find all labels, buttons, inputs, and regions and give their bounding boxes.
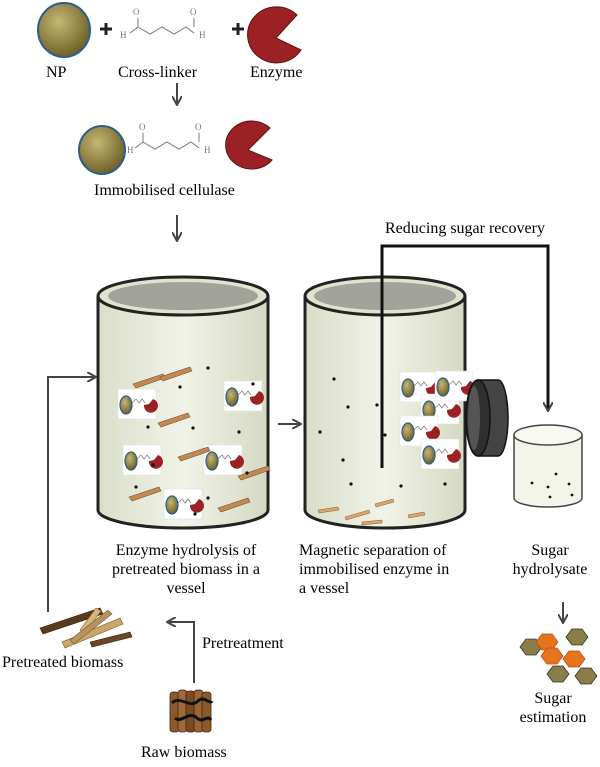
immobilised-cellulase-label: Immobilised cellulase bbox=[94, 182, 235, 199]
magnet-icon bbox=[465, 379, 509, 457]
plus-icon bbox=[100, 23, 112, 35]
sugar-hydrolysate-vessel bbox=[513, 424, 583, 508]
crosslinker-molecule: H H O O bbox=[120, 7, 206, 40]
raw-biomass-label: Raw biomass bbox=[141, 744, 227, 761]
svg-text:H: H bbox=[204, 145, 211, 155]
vessel1-caption: Enzyme hydrolysis of pretreated biomass … bbox=[86, 541, 286, 598]
vessel-magnetic bbox=[303, 275, 476, 530]
pretreated-biomass-icon bbox=[39, 607, 133, 649]
vessel2-line2: immobilised enzyme in bbox=[299, 561, 450, 578]
sugar-hydrolysate-line1: Sugar bbox=[531, 542, 569, 559]
svg-text:O: O bbox=[133, 7, 140, 17]
svg-text:O: O bbox=[190, 7, 197, 17]
svg-text:H: H bbox=[199, 30, 206, 40]
svg-text:O: O bbox=[139, 122, 146, 132]
sugar-hydrolysate-caption: Sugar hydrolysate bbox=[505, 541, 595, 579]
recovery-line bbox=[380, 244, 548, 468]
vessel1-line3: vessel bbox=[166, 580, 206, 597]
vessel-hydrolysis bbox=[96, 275, 271, 530]
crosslinker-label: Cross-linker bbox=[118, 64, 198, 81]
enzyme-label: Enzyme bbox=[250, 64, 303, 81]
raw-biomass-icon bbox=[169, 689, 214, 733]
arrow-raw-to-pretreated bbox=[168, 622, 195, 683]
arrow-pretreated-to-vessel bbox=[47, 377, 95, 612]
immobilised-cellulase-icon: H H O O bbox=[78, 120, 273, 175]
np-label: NP bbox=[46, 64, 67, 81]
reducing-sugar-label: Reducing sugar recovery bbox=[385, 220, 545, 237]
vessel2-line1: Magnetic separation of bbox=[299, 542, 447, 559]
sugar-estimation-line1: Sugar bbox=[534, 690, 572, 707]
np-icon bbox=[37, 2, 91, 58]
sugar-hydrolysate-line2: hydrolysate bbox=[512, 561, 588, 578]
sugar-molecules-icon bbox=[519, 628, 598, 685]
vessel1-line1: Enzyme hydrolysis of bbox=[115, 542, 257, 559]
svg-text:H: H bbox=[120, 30, 127, 40]
vessel2-line3: a vessel bbox=[299, 580, 350, 597]
vessel1-line2: pretreated biomass in a bbox=[112, 561, 260, 578]
sugar-estimation-caption: Sugar estimation bbox=[508, 689, 598, 727]
svg-text:O: O bbox=[195, 122, 202, 132]
plus-icon-2 bbox=[232, 23, 244, 35]
sugar-estimation-line2: estimation bbox=[519, 709, 587, 726]
vessel2-caption: Magnetic separation of immobilised enzym… bbox=[299, 541, 479, 598]
pretreatment-label: Pretreatment bbox=[202, 635, 284, 652]
svg-text:H: H bbox=[127, 145, 134, 155]
pretreated-biomass-label: Pretreated biomass bbox=[2, 654, 124, 671]
sedimented-biomass bbox=[317, 498, 426, 526]
enzyme-icon bbox=[247, 6, 302, 64]
